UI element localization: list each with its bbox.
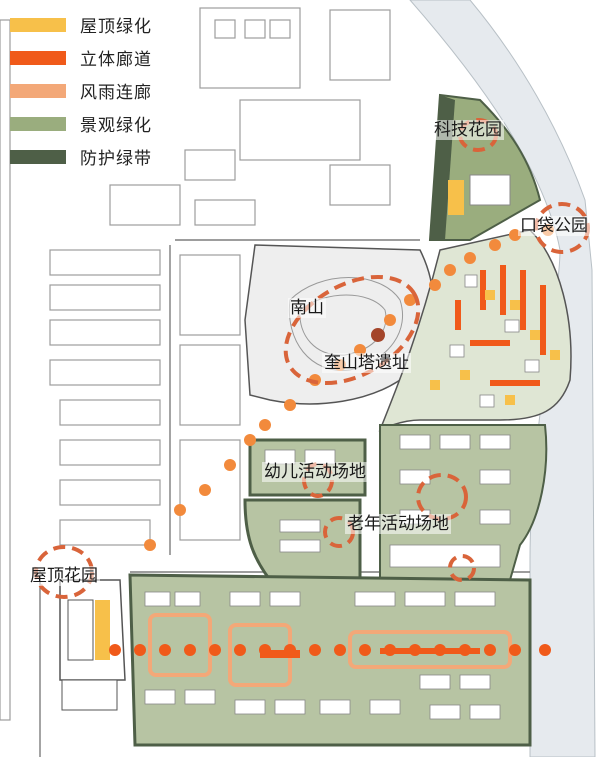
label-elderly-area: 老年活动场地 bbox=[345, 514, 451, 534]
label-pocket-park: 口袋公园 bbox=[518, 216, 590, 236]
legend-swatch bbox=[10, 50, 66, 65]
east-village-block bbox=[378, 229, 572, 432]
kindergarten-block bbox=[243, 438, 367, 582]
label-tech-garden: 科技花园 bbox=[432, 120, 504, 140]
label-nanshan: 南山 bbox=[288, 298, 326, 318]
legend-swatch bbox=[10, 149, 66, 164]
nanshan-circle bbox=[283, 274, 421, 386]
legend-swatch bbox=[10, 116, 66, 131]
roof-garden-building bbox=[59, 579, 126, 711]
legend-swatch bbox=[10, 17, 66, 32]
elderly-circle-2 bbox=[416, 473, 468, 521]
south-residential-block bbox=[128, 573, 532, 747]
background-buildings bbox=[0, 7, 391, 721]
legend-item-roof-greening: 屋顶绿化 bbox=[10, 8, 200, 41]
elderly-circle-3 bbox=[448, 554, 476, 582]
legend-item-elevated-corridor: 立体廊道 bbox=[10, 41, 200, 74]
legend-swatch bbox=[10, 83, 66, 98]
legend-label: 景观绿化 bbox=[80, 116, 152, 136]
legend-label: 防护绿带 bbox=[80, 149, 152, 169]
label-roof-garden: 屋顶花园 bbox=[28, 566, 100, 586]
legend-item-protective-greenbelt: 防护绿带 bbox=[10, 140, 200, 173]
label-kuishan-tower: 奎山塔遗址 bbox=[322, 353, 411, 373]
legend-label: 立体廊道 bbox=[80, 50, 152, 70]
legend-item-landscape-greening: 景观绿化 bbox=[10, 107, 200, 140]
legend-label: 风雨连廊 bbox=[80, 83, 152, 103]
legend-label: 屋顶绿化 bbox=[80, 17, 152, 37]
map-legend: 屋顶绿化 立体廊道 风雨连廊 景观绿化 防护绿带 bbox=[10, 8, 200, 173]
corridor-dots-horizontal bbox=[109, 644, 551, 656]
label-kids-area: 幼儿活动场地 bbox=[262, 462, 368, 482]
legend-item-covered-walkway: 风雨连廊 bbox=[10, 74, 200, 107]
